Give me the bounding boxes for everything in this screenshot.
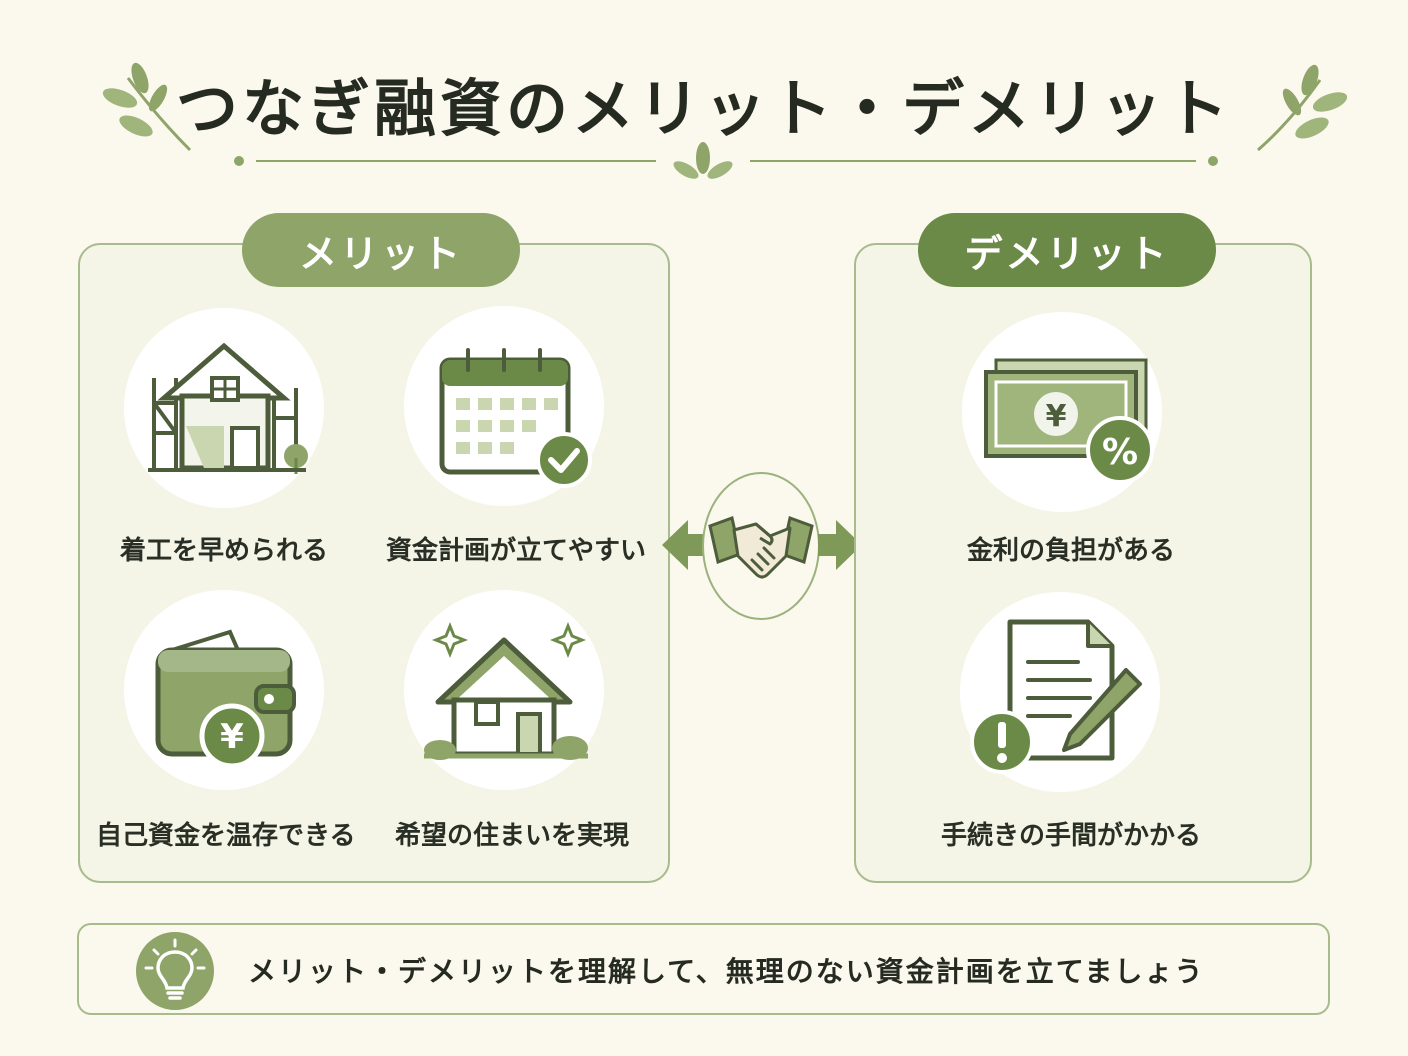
svg-text:¥: ¥ xyxy=(1046,399,1067,434)
wallet-yen-icon: ¥ xyxy=(155,629,296,769)
money-percent-icon: ¥ % xyxy=(984,358,1154,484)
demerit-heading: デメリット xyxy=(918,213,1216,287)
tip-icon-circle xyxy=(136,932,214,1010)
demerit-label-1: 金利の負担がある xyxy=(966,536,1175,566)
leaf-branch-left-icon xyxy=(102,62,192,152)
demerit-icon-circle-1: ¥ % xyxy=(962,312,1162,512)
lightbulb-icon xyxy=(144,938,206,1000)
handshake-icon xyxy=(708,516,814,579)
divider-line-left xyxy=(256,160,656,162)
tip-text: メリット・デメリットを理解して、無理のない資金計画を立てましょう xyxy=(248,955,1205,988)
demerit-icon-circle-2 xyxy=(960,592,1160,792)
sprout-icon xyxy=(673,142,733,179)
svg-text:¥: ¥ xyxy=(220,717,244,757)
merit-label-4: 希望の住まいを実現 xyxy=(394,821,629,851)
merit-icon-circle-4 xyxy=(404,590,604,790)
merit-label-2: 資金計画が立てやすい xyxy=(385,536,646,566)
demerit-label-2: 手続きの手間がかかる xyxy=(940,821,1201,851)
arrow-right-icon xyxy=(818,520,862,570)
tip-box xyxy=(77,923,1330,1015)
calendar-check-icon xyxy=(439,348,592,488)
merit-label-1: 着工を早められる xyxy=(119,536,328,566)
merit-icon-circle-3: ¥ xyxy=(124,590,324,790)
page-title: つなぎ融資のメリット・デメリット xyxy=(175,72,1232,145)
arrow-left-icon xyxy=(662,520,706,570)
leaf-branch-right-icon xyxy=(1257,64,1348,152)
merit-label-3: 自己資金を温存できる xyxy=(96,821,356,851)
merit-heading: メリット xyxy=(242,213,520,287)
center-handshake-circle xyxy=(702,472,820,620)
svg-text:%: % xyxy=(1102,432,1138,473)
new-house-icon xyxy=(424,621,588,760)
merit-icon-circle-2 xyxy=(404,306,604,506)
house-construction-icon xyxy=(148,342,308,474)
document-pen-warning-icon xyxy=(970,619,1142,774)
divider-dot-right xyxy=(1208,156,1218,166)
merit-icon-circle-1 xyxy=(124,308,324,508)
divider-dot-left xyxy=(234,156,244,166)
divider-line-right xyxy=(750,160,1196,162)
